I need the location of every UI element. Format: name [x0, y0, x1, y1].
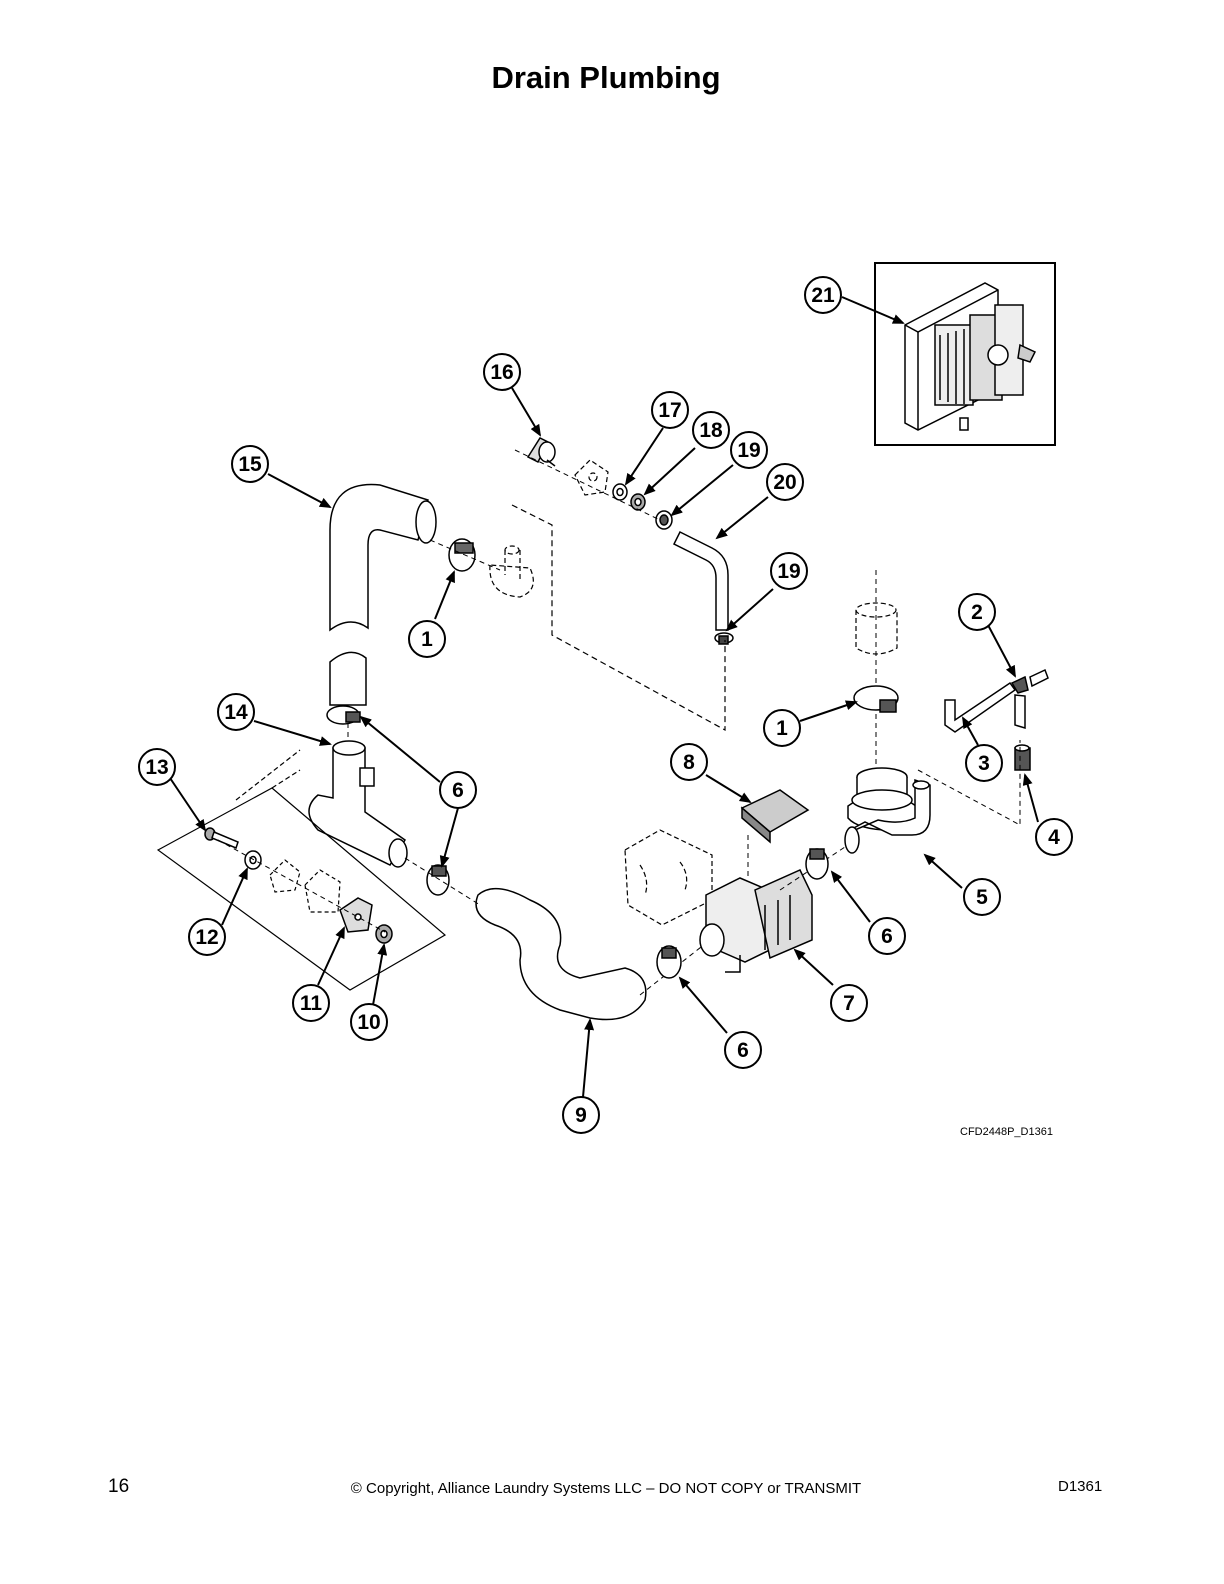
- mounting-bracket-outline: [156, 749, 447, 991]
- callout-part-13: 13: [138, 748, 176, 786]
- drawing-code: CFD2448P_D1361: [960, 1126, 1053, 1138]
- tub-fitting-ghost: [489, 545, 534, 598]
- callout-label: 7: [843, 992, 855, 1015]
- callout-label: 1: [421, 628, 433, 651]
- callout-part-2: 2: [958, 593, 996, 631]
- callout-label: 21: [811, 284, 835, 307]
- callout-label: 19: [737, 439, 760, 462]
- callout-part-6-upper: 6: [439, 771, 477, 809]
- elbow-hose-centerline: [429, 539, 501, 571]
- callout-label: 6: [452, 779, 464, 802]
- callout-label: 12: [195, 926, 218, 949]
- part-1-clamp-upper-left-drawing: [448, 538, 476, 572]
- part-8-cover-drawing: [740, 789, 810, 844]
- callout-part-12: 12: [188, 918, 226, 956]
- callout-part-6-right: 6: [868, 917, 906, 955]
- part-14-tee-fitting-drawing: [308, 740, 408, 868]
- callout-part-11: 11: [292, 984, 330, 1022]
- callout-label: 4: [1048, 826, 1060, 849]
- part-4-cap-drawing: [1014, 744, 1031, 771]
- callout-part-6-lower: 6: [724, 1031, 762, 1069]
- callout-part-14: 14: [217, 693, 255, 731]
- part-13-screw-drawing: [204, 827, 239, 850]
- part-6-clamp-lower-drawing: [656, 945, 682, 979]
- callout-label: 3: [978, 752, 990, 775]
- callout-label: 1: [776, 717, 788, 740]
- callout-part-18: 18: [692, 411, 730, 449]
- callout-part-8: 8: [670, 743, 708, 781]
- part-1-clamp-right-drawing: [853, 685, 899, 713]
- document-id: D1361: [1058, 1478, 1103, 1495]
- callout-label: 16: [490, 361, 513, 384]
- callout-label: 15: [238, 453, 262, 476]
- upper-hose-routing-line: [511, 504, 726, 732]
- callout-label: 6: [737, 1039, 749, 1062]
- part-17-washer-drawing: [612, 483, 628, 501]
- page-title: Drain Plumbing: [491, 60, 721, 95]
- callout-part-15: 15: [231, 445, 269, 483]
- part-16-grommet-drawing: [526, 437, 556, 467]
- callout-label: 13: [145, 756, 168, 779]
- vent-routing-line: [917, 740, 1021, 826]
- part-15-elbow-hose-drawing: [329, 483, 437, 706]
- part-19-clamp-lower-drawing: [714, 632, 734, 645]
- callout-part-1-right: 1: [763, 709, 801, 747]
- part-7-drain-pump-drawing: [699, 869, 813, 973]
- callout-label: 9: [575, 1104, 587, 1127]
- motor-inset-box: [874, 262, 1056, 446]
- hose-right-centerline: [639, 939, 711, 996]
- callout-part-1-left: 1: [408, 620, 446, 658]
- callout-label: 17: [658, 399, 681, 422]
- callout-part-17: 17: [651, 391, 689, 429]
- part-3-tube-drawing: [944, 681, 1017, 733]
- part-20-small-hose-drawing: [672, 530, 729, 631]
- callout-part-20: 20: [766, 463, 804, 501]
- callout-label: 5: [976, 886, 988, 909]
- page-number: 16: [108, 1476, 130, 1497]
- callout-part-10: 10: [350, 1003, 388, 1041]
- part-2-fitting-drawing: [1010, 668, 1049, 730]
- part-16-bracket-ghost: [574, 459, 609, 496]
- callout-label: 8: [683, 751, 695, 774]
- callout-part-3: 3: [965, 744, 1003, 782]
- callout-label: 14: [224, 701, 248, 724]
- callout-label: 11: [300, 992, 323, 1015]
- leader-arrows: [169, 296, 1039, 1098]
- part-6-clamp-upper-drawing: [326, 705, 361, 725]
- bracket-fastener-centerline: [217, 839, 386, 933]
- part-18-nut-drawing: [630, 493, 646, 511]
- bracket-mount-ghost: [269, 859, 341, 913]
- hose-left-centerline: [404, 857, 481, 906]
- part-9-drain-hose-drawing: [475, 887, 647, 1021]
- part-19-clamp-upper-drawing: [655, 510, 673, 530]
- callout-part-7: 7: [830, 984, 868, 1022]
- callout-label: 2: [971, 601, 983, 624]
- callout-label: 19: [777, 560, 800, 583]
- part-5-sump-fitting-drawing: [844, 767, 931, 854]
- callout-part-4: 4: [1035, 818, 1073, 856]
- pump-bracket-ghost: [624, 829, 713, 926]
- part-6-clamp-left-drawing: [426, 864, 450, 896]
- copyright-notice: © Copyright, Alliance Laundry Systems LL…: [350, 1480, 862, 1497]
- part-12-washer-drawing: [244, 850, 262, 870]
- callout-part-9: 9: [562, 1096, 600, 1134]
- callout-label: 20: [773, 471, 796, 494]
- part-6-clamp-right-drawing: [805, 848, 829, 880]
- callout-part-16: 16: [483, 353, 521, 391]
- callout-part-5: 5: [963, 878, 1001, 916]
- callout-part-19-upper: 19: [730, 431, 768, 469]
- drain-pump-motor-drawing: [904, 282, 1037, 431]
- callout-label: 6: [881, 925, 893, 948]
- callout-label: 18: [699, 419, 723, 442]
- callout-part-21: 21: [804, 276, 842, 314]
- part-11-clip-drawing: [339, 897, 373, 933]
- callout-part-19-lower: 19: [770, 552, 808, 590]
- callout-label: 10: [357, 1011, 380, 1034]
- sump-hose-ghost: [855, 602, 898, 655]
- part-10-nut-drawing: [375, 924, 393, 944]
